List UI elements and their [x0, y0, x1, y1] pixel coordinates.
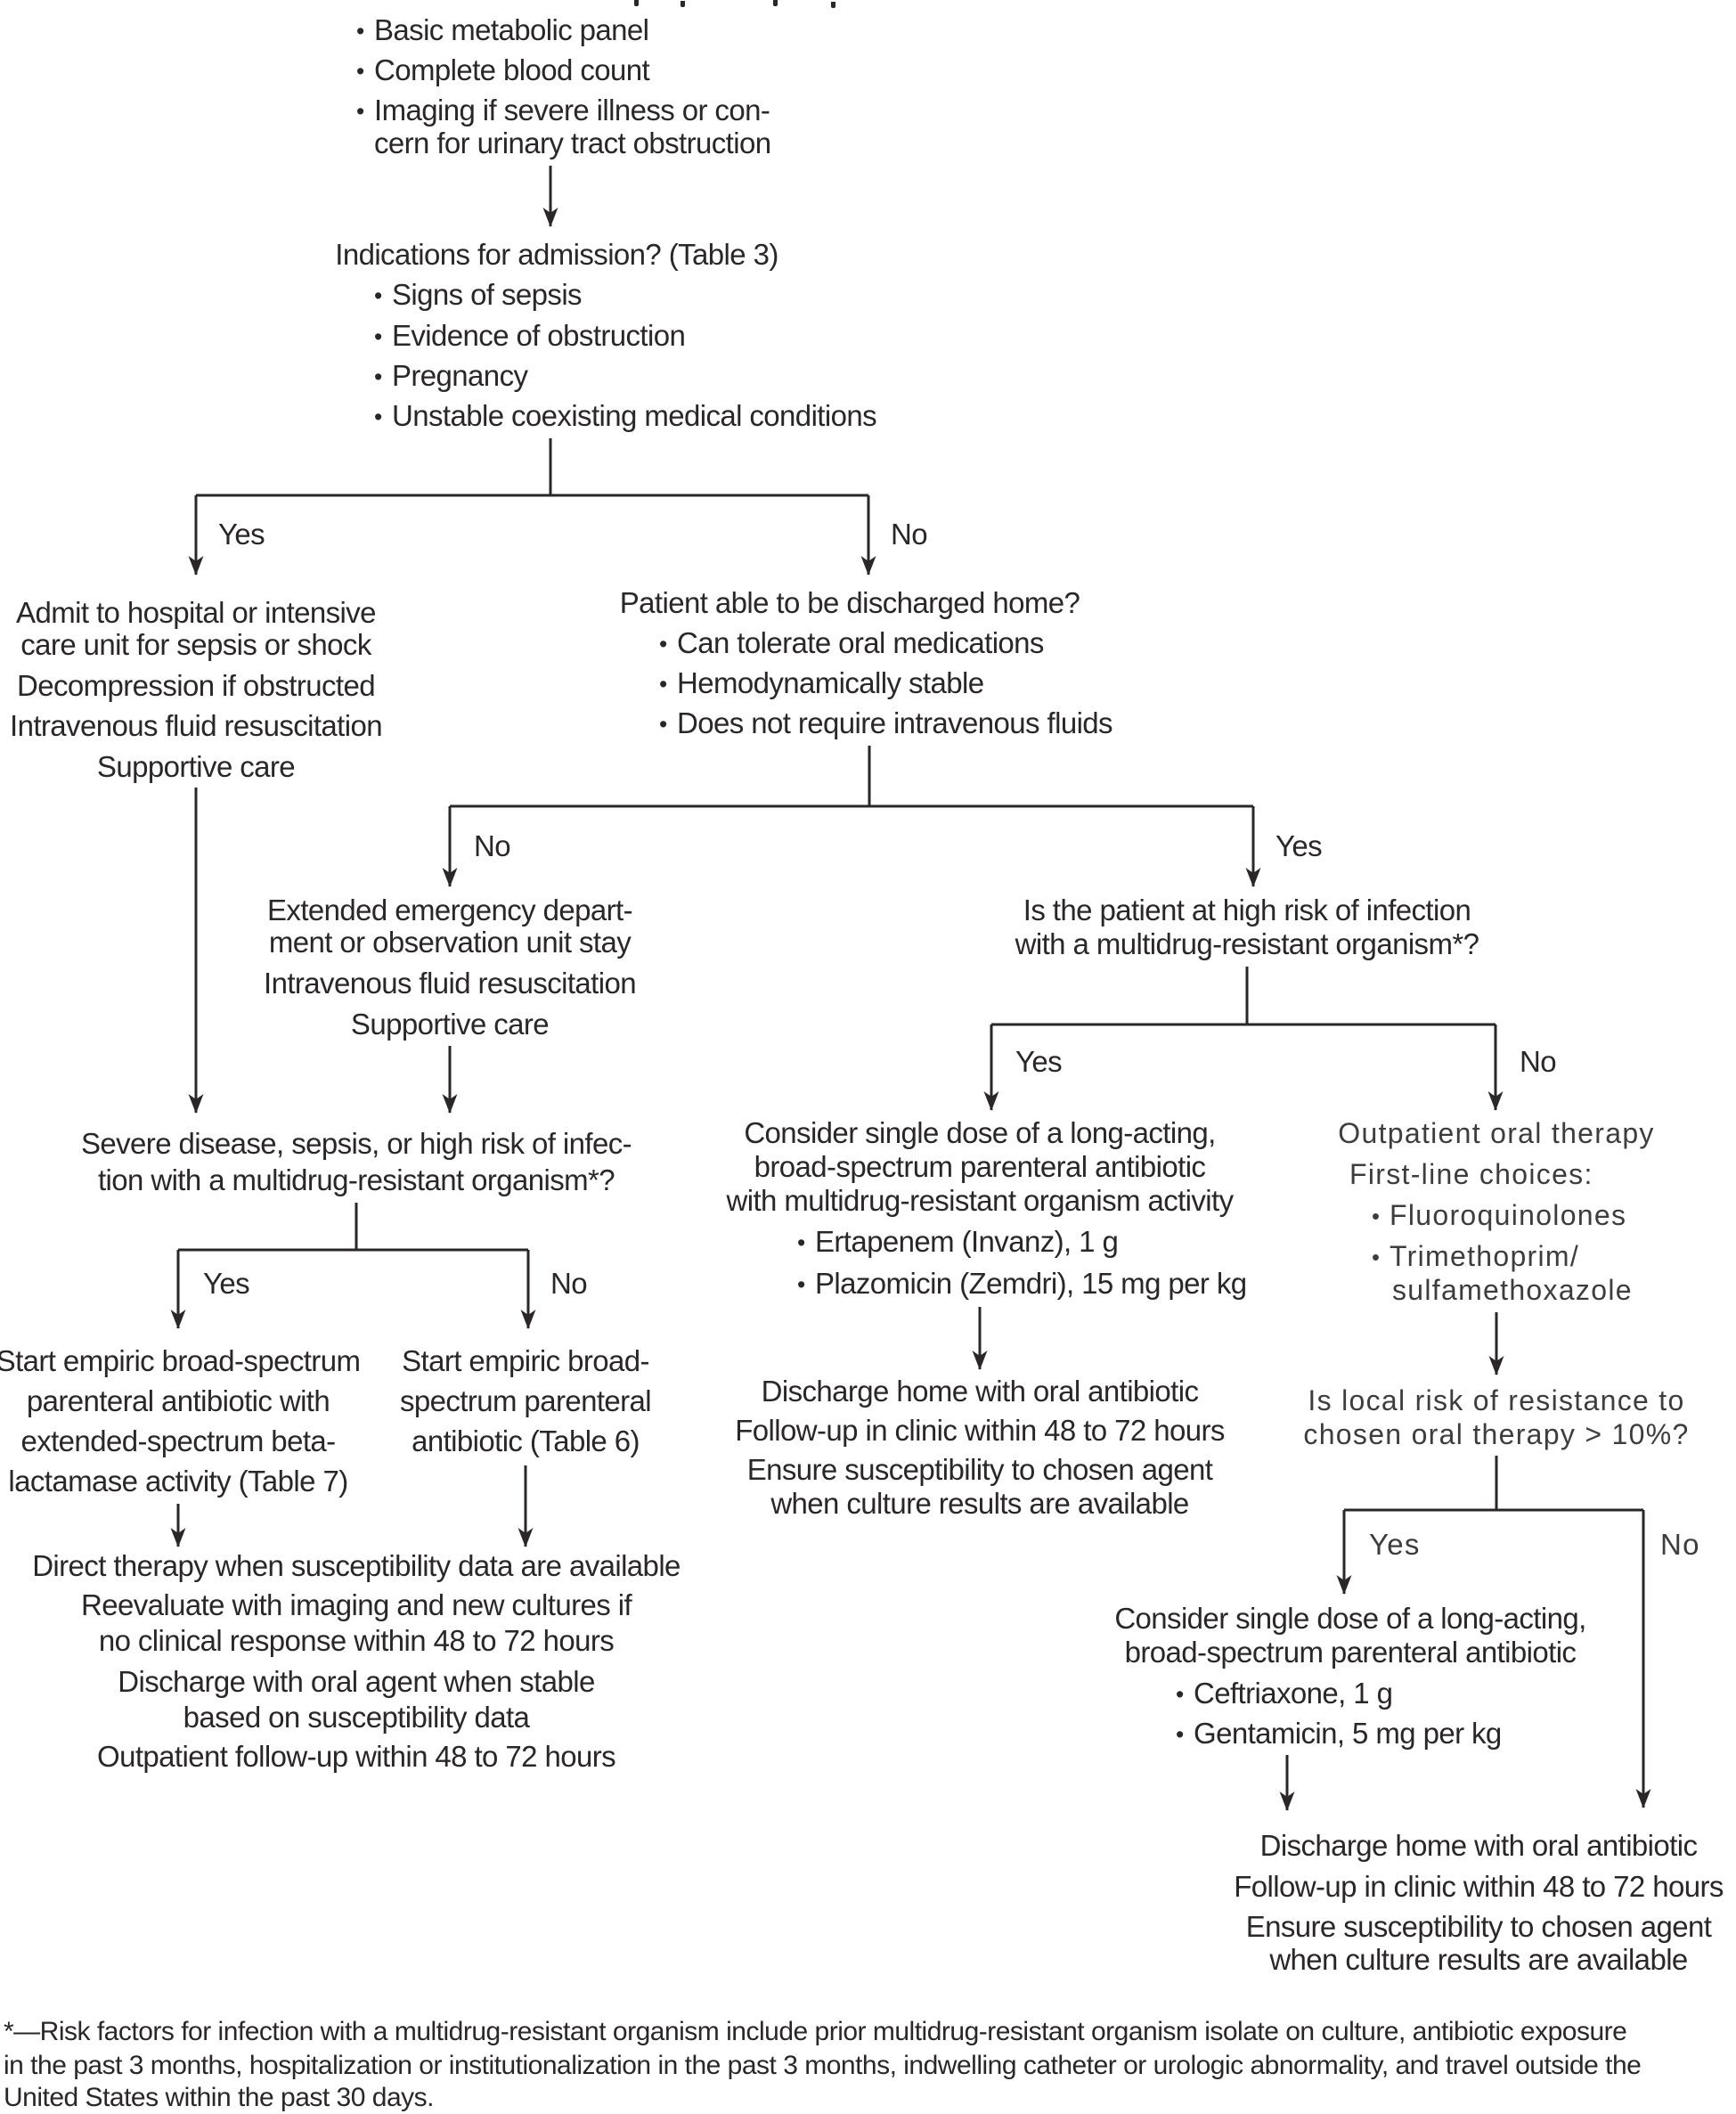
workup-item-wrap: cern for urinary tract obstruction — [374, 127, 771, 159]
branch-label-yes: Yes — [1369, 1528, 1421, 1561]
mdro-abx-item: Ertapenem (Invanz), 1 g — [797, 1223, 1119, 1261]
admission-item: Signs of sepsis — [374, 276, 583, 314]
admission-item: Unstable coexisting medical conditions — [374, 397, 877, 436]
mdro-discharge-line: Discharge home with oral antibiotic — [761, 1375, 1199, 1408]
discharge-home-item: Hemodynamically stable — [659, 665, 984, 703]
branch-label-no: No — [1520, 1045, 1557, 1078]
mdro-abx-line: broad-spectrum parenteral antibiotic — [754, 1150, 1206, 1183]
footnote-line: United States within the past 30 days. — [4, 2083, 434, 2112]
res-abx-item: Gentamicin, 5 mg per kg — [1176, 1715, 1502, 1753]
esbl-line: Start empiric broad-spectrum — [0, 1344, 361, 1377]
split-discharge-home — [450, 746, 1253, 808]
oral-item: Fluoroquinolones — [1372, 1196, 1626, 1236]
branch-label-no: No — [891, 518, 928, 551]
split-admission — [196, 438, 868, 497]
directed-line: Discharge with oral agent when stable — [118, 1665, 595, 1698]
broad-line: antibiotic (Table 6) — [412, 1424, 640, 1457]
res-abx-line: broad-spectrum parenteral antibiotic — [1124, 1636, 1577, 1669]
mdro-abx-line: Consider single dose of a long-acting, — [744, 1116, 1216, 1149]
branch-label-no: No — [550, 1267, 588, 1300]
oral-item: Trimethoprim/ — [1372, 1237, 1579, 1277]
mdro-abx-line: with multidrug-resistant organism activi… — [726, 1184, 1235, 1217]
observation-line: Intravenous fluid resuscitation — [264, 967, 637, 1000]
oral-item-wrap: sulfamethoxazole — [1392, 1274, 1633, 1306]
final-discharge-line: Follow-up in clinic within 48 to 72 hour… — [1234, 1870, 1724, 1903]
directed-line: Outpatient follow-up within 48 to 72 hou… — [97, 1740, 616, 1773]
severe-question-line: tion with a multidrug-resistant organism… — [97, 1163, 615, 1196]
observation-line: Supportive care — [350, 1008, 550, 1041]
res-abx-line: Consider single dose of a long-acting, — [1114, 1602, 1586, 1635]
discharge-home-title: Patient able to be discharged home? — [619, 586, 1080, 619]
mdro-discharge-line: Follow-up in clinic within 48 to 72 hour… — [735, 1414, 1225, 1447]
split-resistance — [1344, 1456, 1643, 1512]
admission-item: Pregnancy — [374, 357, 528, 396]
esbl-line: parenteral antibiotic with — [26, 1384, 330, 1417]
admit-line: Supportive care — [96, 750, 296, 783]
broad-line: spectrum parenteral — [399, 1384, 652, 1417]
resistance-question-line: chosen oral therapy > 10%? — [1303, 1418, 1690, 1450]
directed-line: Reevaluate with imaging and new cultures… — [80, 1588, 632, 1621]
admit-line: Decompression if obstructed — [17, 669, 376, 702]
mdro-question-line: Is the patient at high risk of infection — [1023, 894, 1471, 926]
split-severe — [178, 1203, 528, 1252]
admit-line: Admit to hospital or intensive — [16, 596, 376, 629]
observation-line: ment or observation unit stay — [268, 926, 632, 959]
admission-item: Evidence of obstruction — [374, 317, 686, 355]
oral-line: Outpatient oral therapy — [1338, 1117, 1655, 1149]
workup-item: Complete blood count — [356, 52, 650, 90]
resistance-question-line: Is local risk of resistance to — [1308, 1384, 1685, 1416]
discharge-home-item: Can tolerate oral medications — [659, 624, 1044, 663]
branch-label-yes: Yes — [1276, 829, 1323, 862]
mdro-question-line: with a multidrug-resistant organism*? — [1015, 927, 1479, 960]
final-discharge-line: when culture results are available — [1269, 1943, 1688, 1976]
mdro-discharge-line: Ensure susceptibility to chosen agent — [746, 1453, 1213, 1486]
esbl-line: extended-spectrum beta- — [20, 1424, 336, 1457]
branch-label-yes: Yes — [203, 1267, 250, 1300]
final-discharge-line: Discharge home with oral antibiotic — [1259, 1829, 1698, 1862]
esbl-line: lactamase activity (Table 7) — [8, 1465, 348, 1498]
directed-line: Direct therapy when susceptibility data … — [32, 1549, 681, 1582]
mdro-discharge-line: when culture results are available — [770, 1487, 1189, 1520]
directed-line: based on susceptibility data — [183, 1701, 530, 1734]
discharge-home-item: Does not require intravenous fluids — [659, 705, 1113, 743]
observation-line: Extended emergency depart- — [267, 894, 633, 926]
res-abx-item: Ceftriaxone, 1 g — [1176, 1675, 1393, 1713]
admit-line: care unit for sepsis or shock — [20, 628, 371, 661]
mdro-abx-item: Plazomicin (Zemdri), 15 mg per kg — [797, 1265, 1247, 1303]
admit-line: Intravenous fluid resuscitation — [10, 709, 383, 742]
branch-label-yes: Yes — [218, 518, 265, 551]
split-mdro — [991, 967, 1496, 1026]
final-discharge-line: Ensure susceptibility to chosen agent — [1245, 1910, 1712, 1943]
workup-item: Basic metabolic panel — [356, 12, 649, 50]
directed-line: no clinical response within 48 to 72 hou… — [98, 1624, 615, 1657]
workup-item: Imaging if severe illness or con- — [356, 92, 770, 130]
broad-line: Start empiric broad- — [402, 1344, 649, 1377]
footnote-line: *—Risk factors for infection with a mult… — [4, 2017, 1627, 2046]
oral-line: First-line choices: — [1349, 1158, 1593, 1190]
footnote-line: in the past 3 months, hospitalization or… — [4, 2051, 1642, 2080]
admission-question-title: Indications for admission? (Table 3) — [335, 238, 778, 271]
branch-label-no: No — [474, 829, 511, 862]
severe-question-line: Severe disease, sepsis, or high risk of … — [80, 1127, 632, 1160]
branch-label-no: No — [1660, 1528, 1700, 1561]
branch-label-yes: Yes — [1015, 1045, 1063, 1078]
